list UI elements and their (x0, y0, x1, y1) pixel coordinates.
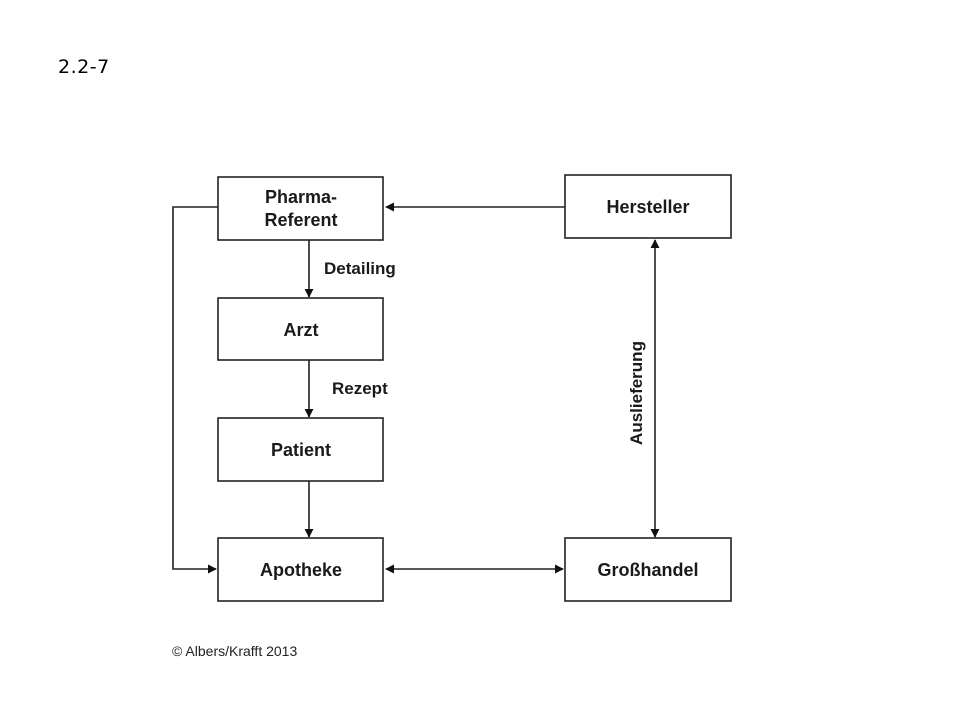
connectors (172, 202, 660, 574)
node-pharma-referent: Pharma- Referent (217, 176, 384, 241)
node-arzt: Arzt (217, 297, 384, 361)
node-label-pharma-line2: Referent (264, 210, 337, 230)
node-label-grosshandel: Großhandel (597, 560, 698, 580)
copyright-notice: © Albers/Krafft 2013 (172, 643, 298, 659)
arrow-referent-to-apotheke (172, 206, 218, 574)
node-patient: Patient (217, 417, 384, 482)
node-label-pharma-line1: Pharma- (265, 187, 337, 207)
node-label-apotheke: Apotheke (260, 560, 342, 580)
edge-label-auslieferung: Auslieferung (627, 341, 646, 445)
slide-number: 2.2-7 (58, 56, 110, 78)
edge-label-rezept: Rezept (332, 379, 388, 398)
node-grosshandel: Großhandel (564, 537, 732, 602)
node-hersteller: Hersteller (564, 174, 732, 239)
node-apotheke: Apotheke (217, 537, 384, 602)
node-label-hersteller: Hersteller (606, 197, 689, 217)
node-label-patient: Patient (271, 440, 331, 460)
node-label-arzt: Arzt (284, 320, 319, 340)
edge-label-detailing: Detailing (324, 259, 396, 278)
